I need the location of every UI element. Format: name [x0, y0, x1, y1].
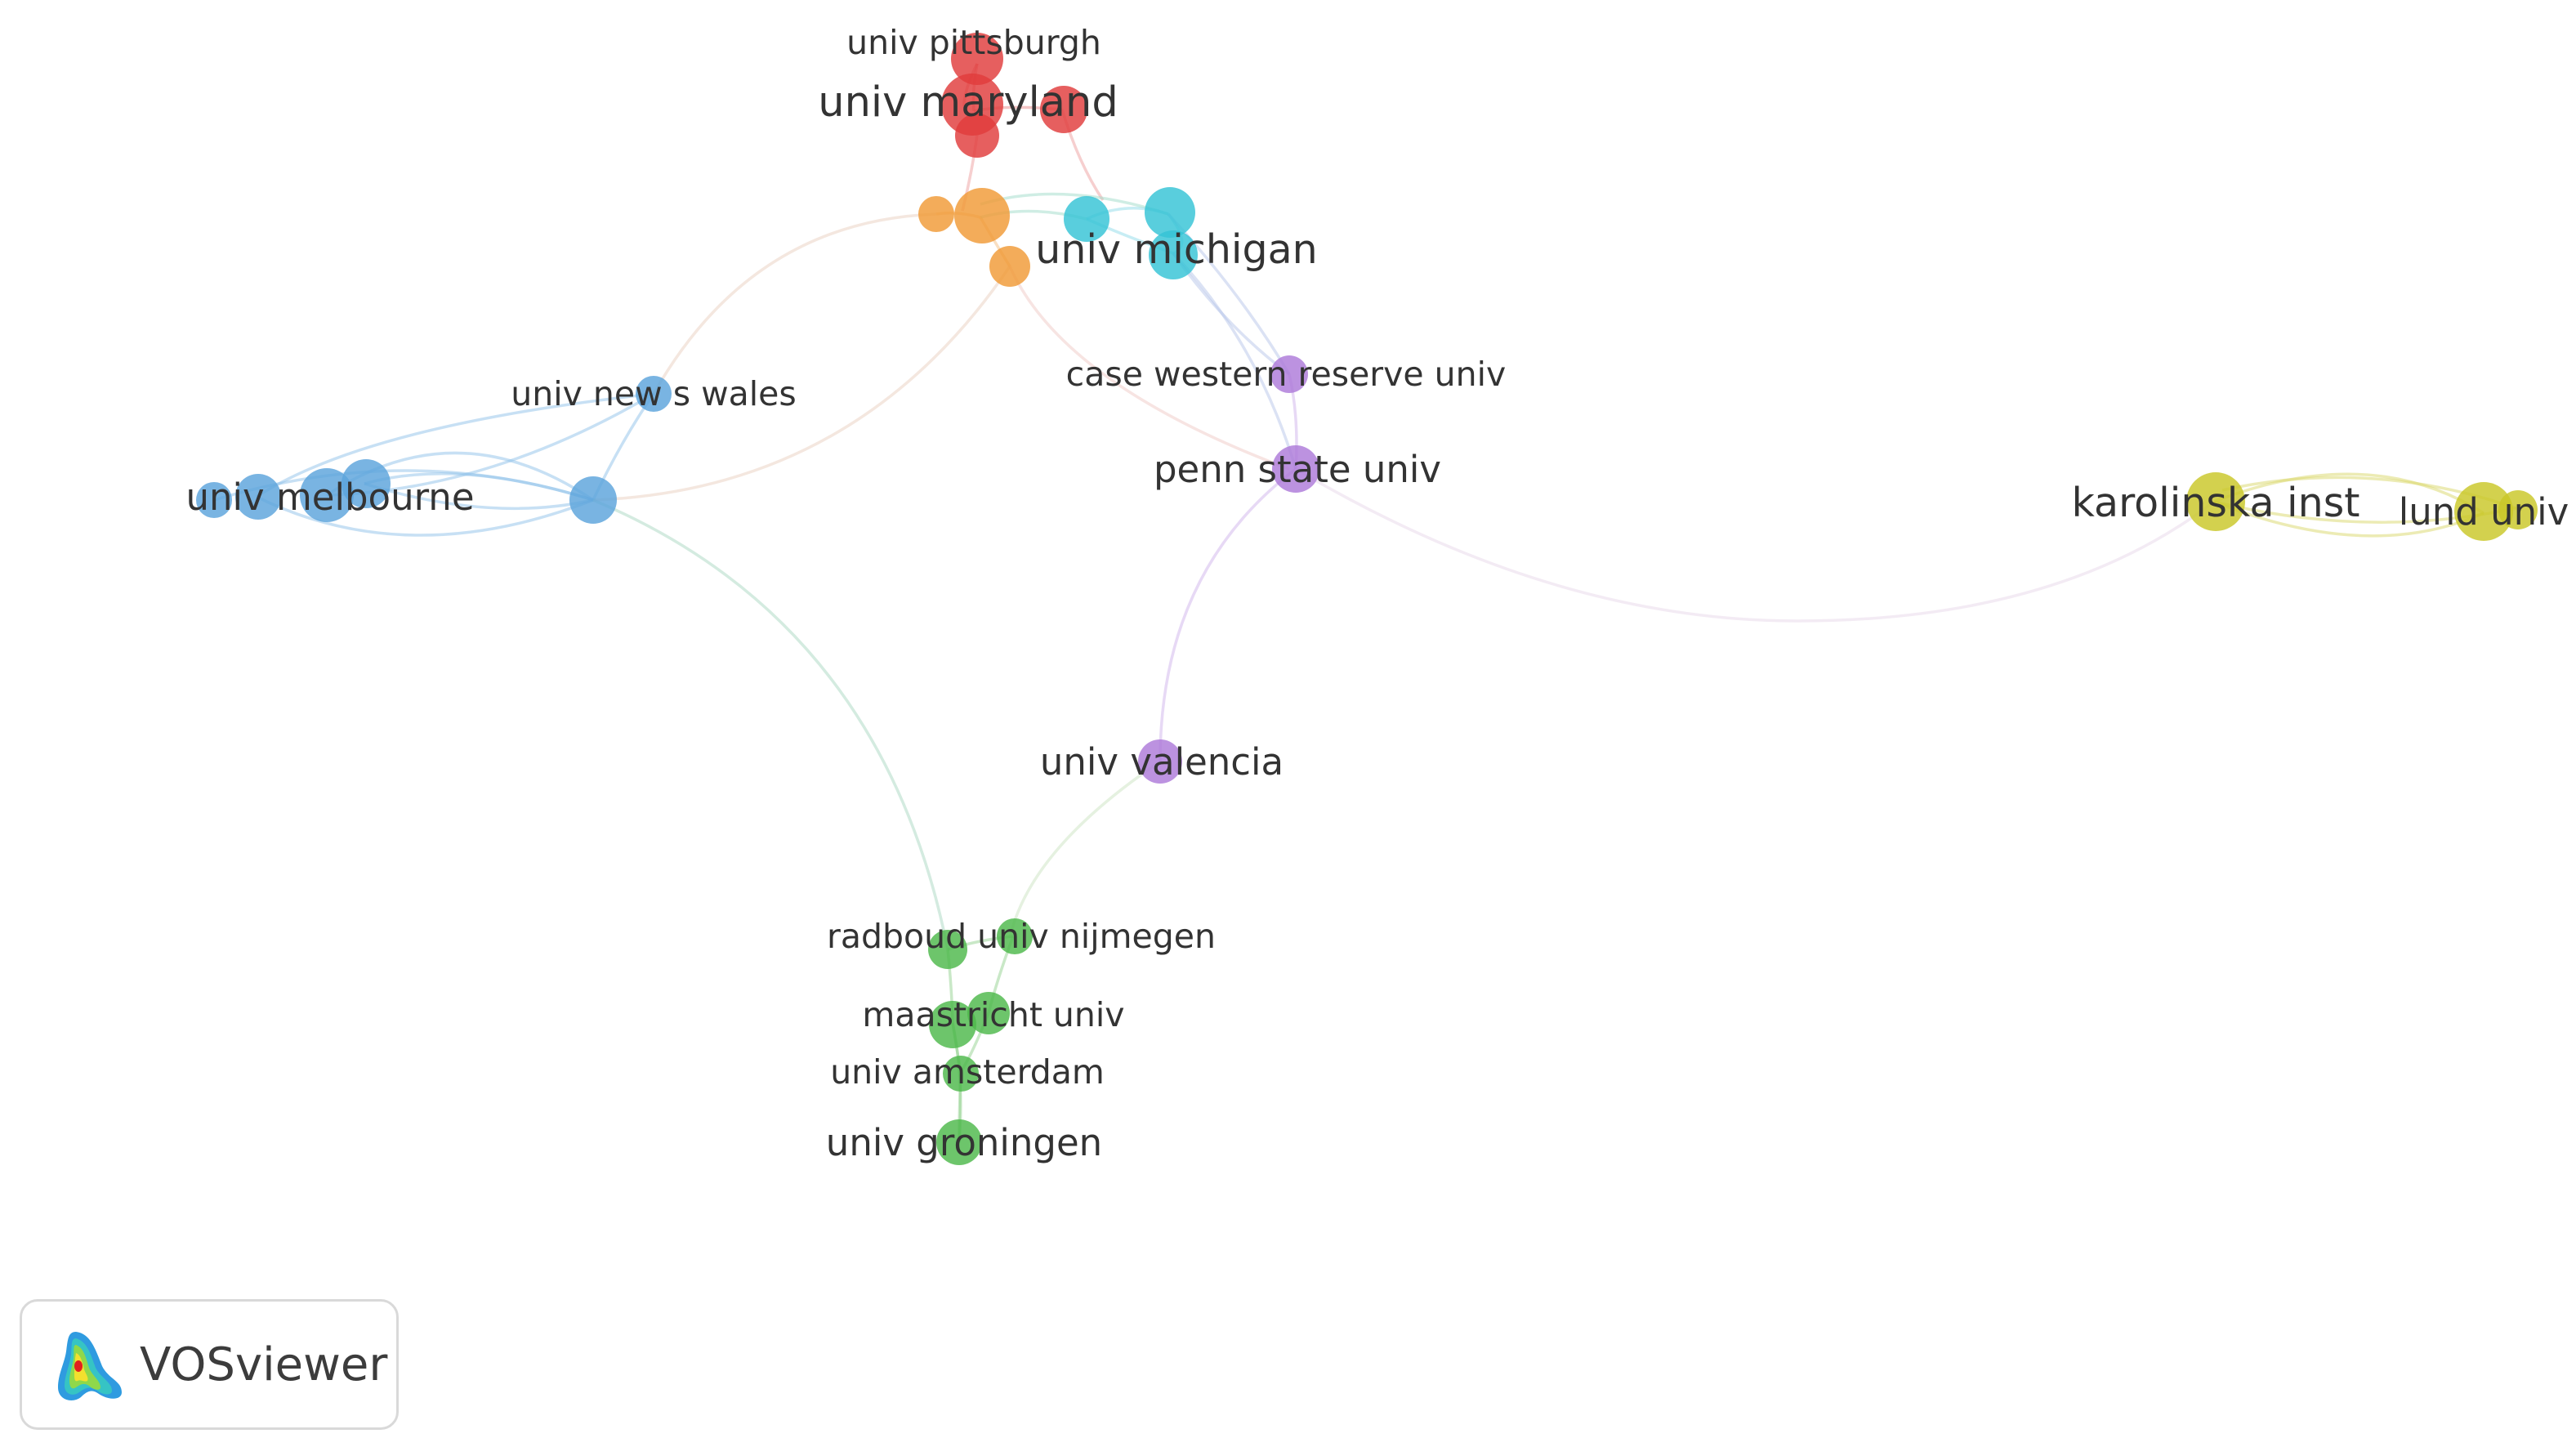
vosviewer-heatmap-icon — [58, 1332, 122, 1400]
node[interactable] — [928, 930, 967, 969]
label-radboud-univ-nijmegen: radboud univ nijmegen — [827, 917, 1216, 956]
node[interactable] — [1040, 86, 1087, 133]
edge — [1172, 252, 1297, 470]
edge — [652, 212, 937, 395]
node[interactable] — [954, 188, 1010, 243]
node[interactable] — [196, 482, 232, 518]
node[interactable] — [569, 476, 617, 524]
label-univ-groningen: univ groningen — [826, 1121, 1102, 1164]
label-univ-amsterdam: univ amsterdam — [830, 1052, 1105, 1092]
node-univ-michigan[interactable] — [1149, 230, 1198, 279]
node-univ-groningen[interactable] — [936, 1119, 982, 1165]
node-case-western-reserve-univ[interactable] — [1270, 355, 1308, 393]
edge — [1295, 467, 2216, 623]
edge — [592, 266, 1011, 502]
edge — [1008, 760, 1161, 939]
edges — [213, 63, 2517, 1143]
label-univ-maryland: univ maryland — [818, 78, 1118, 127]
node-radboud-univ-nijmegen[interactable] — [997, 918, 1033, 954]
edge — [1008, 266, 1290, 471]
edge — [1167, 212, 1291, 375]
node[interactable] — [1145, 187, 1195, 238]
label-karolinska-inst: karolinska inst — [2072, 480, 2360, 526]
vosviewer-badge: VOSviewer — [20, 1299, 399, 1430]
node[interactable] — [955, 114, 999, 158]
edge — [2213, 500, 2484, 538]
label-univ-melbourne: univ melbourne — [185, 476, 474, 519]
edge — [256, 495, 594, 537]
node[interactable] — [918, 196, 954, 232]
node-penn-state-univ[interactable] — [1272, 445, 1319, 493]
node-karolinska-inst[interactable] — [2186, 472, 2245, 531]
label-univ-new-s-wales: univ new s wales — [511, 374, 796, 413]
node-univ-valencia[interactable] — [1138, 739, 1182, 784]
node-univ-new-s-wales[interactable] — [636, 376, 672, 412]
label-lund-univ: lund univ — [2399, 490, 2569, 534]
nodes — [196, 33, 2538, 1165]
label-penn-state-univ: penn state univ — [1154, 448, 1441, 491]
edge — [2213, 472, 2484, 515]
labels: univ pittsburgh univ maryland univ michi… — [185, 23, 2569, 1164]
edge — [364, 482, 594, 511]
vosviewer-brand-text: VOSviewer — [140, 1338, 388, 1391]
node[interactable] — [989, 246, 1030, 287]
node[interactable] — [235, 474, 281, 520]
label-case-western-reserve-univ: case western reserve univ — [1066, 355, 1507, 394]
node-univ-pittsburgh[interactable] — [951, 33, 1003, 85]
edge — [1159, 467, 1297, 762]
node[interactable] — [342, 459, 391, 508]
node-univ-melbourne[interactable] — [300, 468, 354, 522]
node-univ-amsterdam[interactable] — [943, 1056, 979, 1092]
label-univ-michigan: univ michigan — [1035, 226, 1317, 273]
node[interactable] — [1064, 196, 1109, 242]
edge — [256, 392, 654, 498]
node-maastricht-univ[interactable] — [929, 1001, 976, 1048]
label-maastricht-univ: maastricht univ — [862, 995, 1124, 1034]
label-univ-valencia: univ valencia — [1040, 740, 1284, 784]
node-lund-univ[interactable] — [2454, 482, 2513, 541]
node[interactable] — [2498, 490, 2538, 529]
node[interactable] — [967, 992, 1010, 1034]
label-univ-pittsburgh: univ pittsburgh — [846, 23, 1101, 62]
edge — [592, 498, 949, 950]
